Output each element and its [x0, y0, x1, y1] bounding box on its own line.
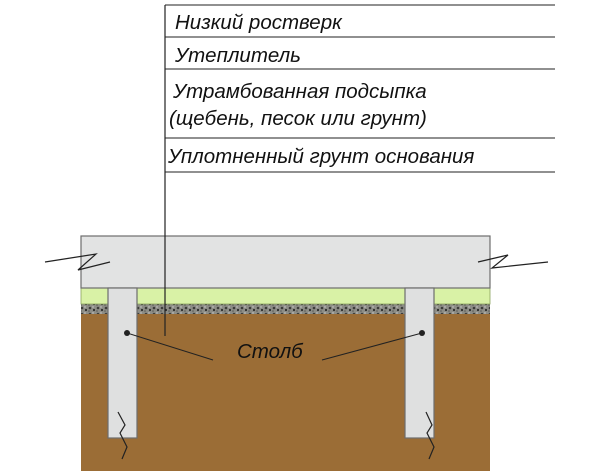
slab-break-left — [44, 253, 111, 271]
label-low-grillage: Низкий ростверк — [175, 11, 343, 34]
pillar-left — [107, 287, 138, 439]
grillage-slab — [80, 235, 491, 289]
label-backfill-line2: (щебень, песок или грунт) — [169, 107, 427, 130]
pillar-leader-right — [321, 332, 423, 361]
pillar-left-break — [117, 411, 128, 460]
label-insulation: Утеплитель — [174, 44, 301, 67]
label-pillar: Столб — [237, 340, 304, 363]
pillar-right — [404, 287, 435, 439]
label-backfill-line1: Утрамбованная подсыпка — [172, 80, 427, 103]
pillar-right-break — [425, 411, 435, 460]
slab-break-right — [477, 254, 549, 269]
gravel-layer — [81, 303, 490, 314]
pillar-leader-left — [126, 332, 214, 361]
label-base-soil: Уплотненный грунт основания — [167, 145, 474, 168]
